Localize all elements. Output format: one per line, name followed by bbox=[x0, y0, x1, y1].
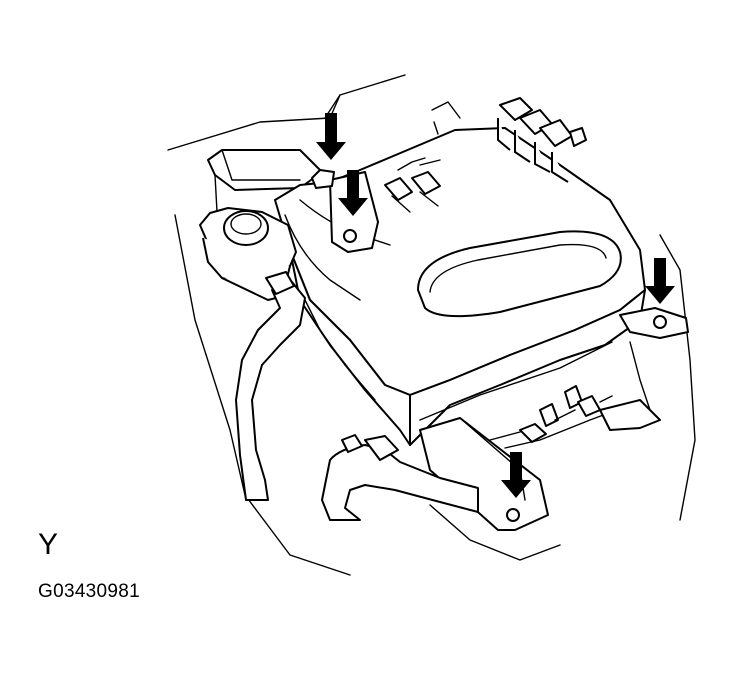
down-arrow-icon bbox=[501, 452, 531, 498]
relay-block bbox=[497, 97, 587, 183]
down-arrow-icon bbox=[338, 170, 368, 216]
upper-cover bbox=[207, 149, 323, 231]
top-connectors bbox=[384, 101, 461, 213]
left-coolant-hose bbox=[235, 271, 306, 501]
down-arrow-icon bbox=[316, 113, 346, 160]
view-label: Y bbox=[38, 528, 59, 561]
down-arrow-icon bbox=[645, 258, 675, 304]
lower-coolant-hose bbox=[321, 434, 479, 521]
figure-code: G03430981 bbox=[38, 581, 141, 602]
lower-support-bar bbox=[599, 341, 661, 431]
callout-arrows bbox=[316, 113, 675, 498]
right-bracket bbox=[619, 307, 689, 339]
